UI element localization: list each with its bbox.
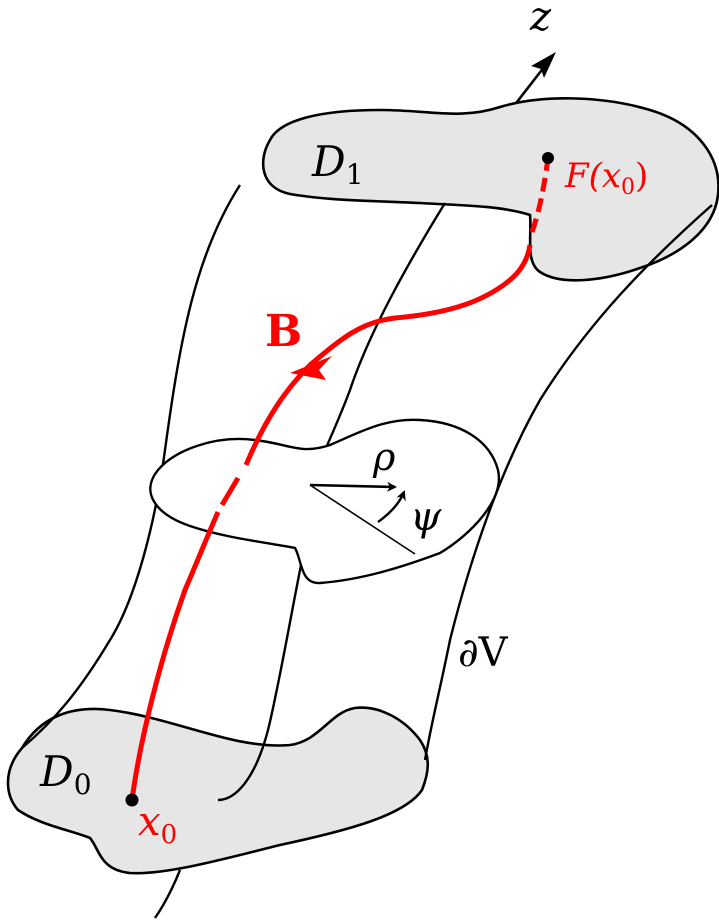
boundary-label: ∂V (458, 630, 509, 676)
psi-label: ψ (410, 494, 442, 540)
start-point-dot (125, 793, 139, 807)
field-label: B (265, 306, 302, 357)
cross-section (149, 418, 501, 585)
disk-d0-label: D0 (39, 747, 92, 801)
image-point-label: F(x0) (564, 156, 648, 200)
disk-d1-label: D1 (311, 137, 364, 191)
field-line-dashed (529, 157, 551, 233)
start-point-label: x0 (138, 799, 177, 850)
tube-wall-left (21, 184, 242, 749)
disk-d0 (6, 706, 430, 875)
tube-wall-right (423, 204, 713, 761)
psi-arc (377, 490, 406, 523)
disk-d1 (261, 97, 719, 282)
field-line-bottom (129, 510, 221, 801)
field-line-hidden (219, 476, 241, 507)
rho-label: ρ (372, 435, 396, 479)
tube-tail (154, 869, 182, 919)
field-line-arrowhead (290, 356, 332, 380)
field-line-upper (243, 244, 533, 466)
z-axis-arrowhead (531, 52, 556, 78)
radial-line (309, 484, 416, 555)
tube-wall-inner-lower (217, 559, 304, 802)
rho-arrow (309, 481, 397, 492)
z-axis-label: z (529, 0, 552, 40)
image-point-dot (542, 152, 554, 164)
